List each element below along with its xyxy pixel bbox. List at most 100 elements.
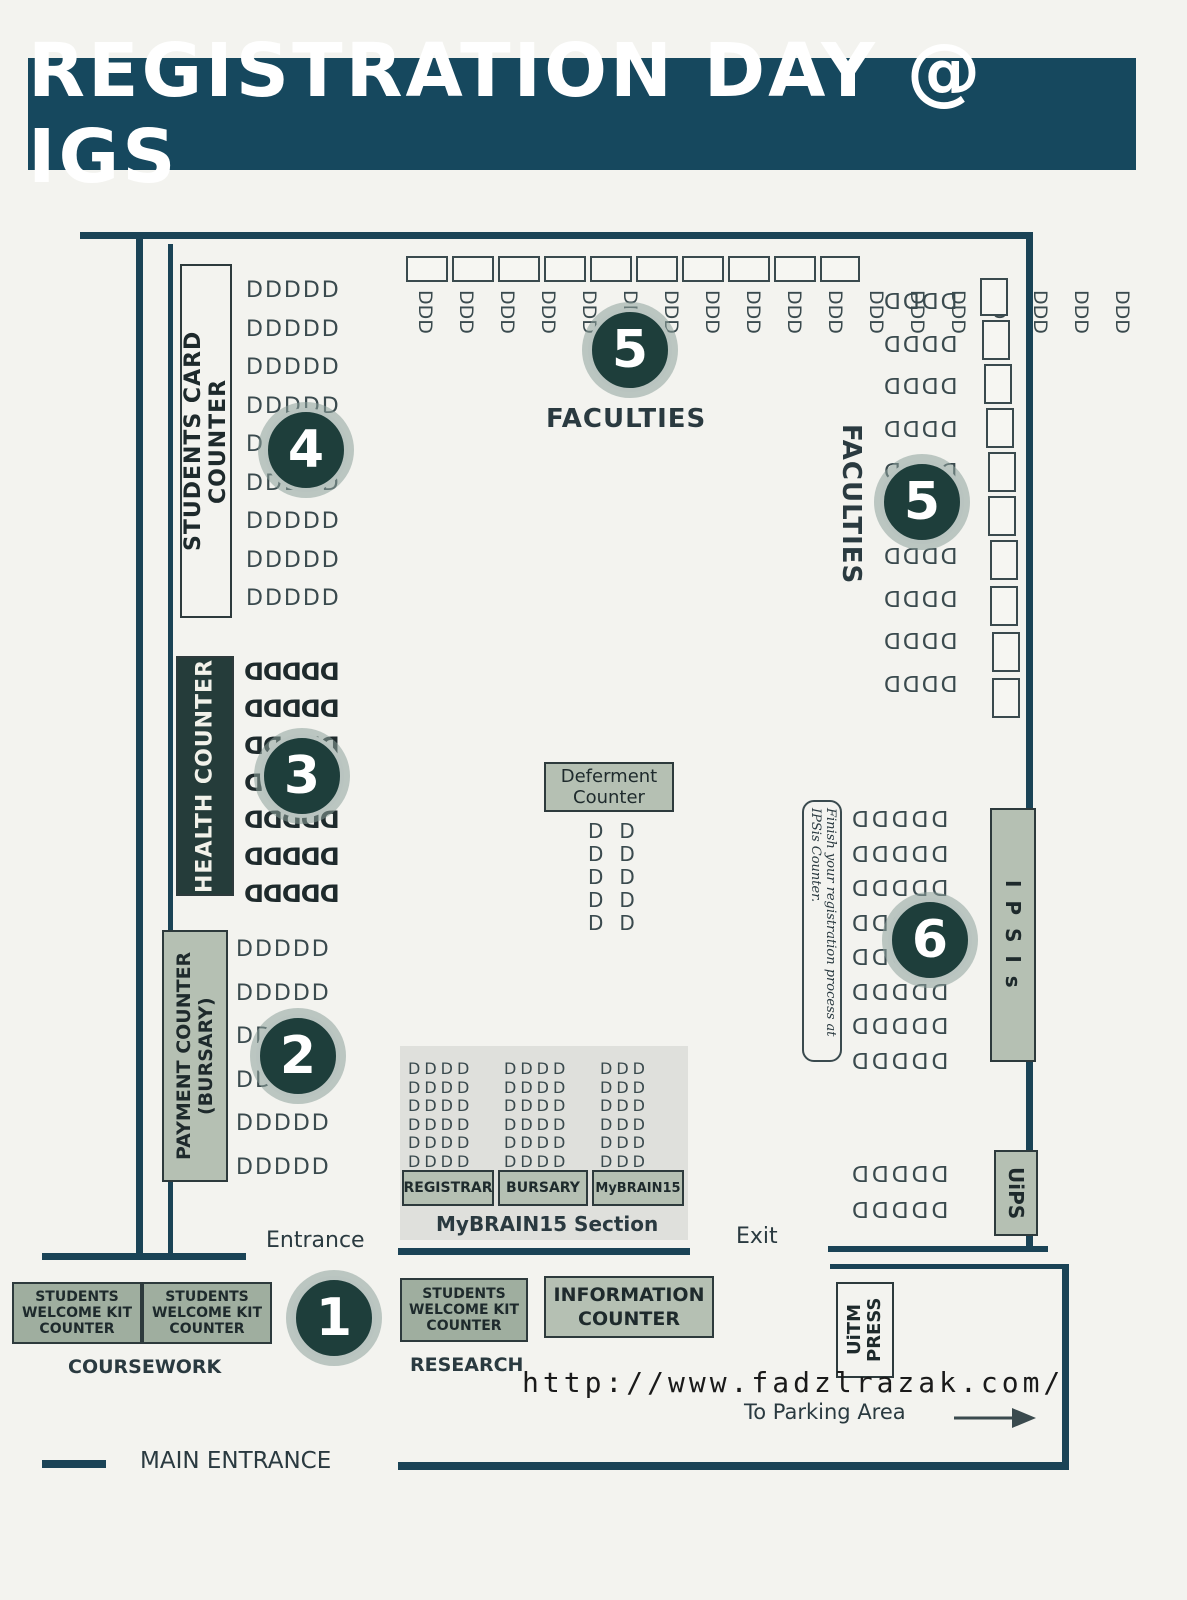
wall-left-outer [136, 232, 143, 1257]
seat-row: DD [588, 911, 651, 935]
deferment-seats: DD DD DD DD DD [588, 820, 651, 935]
seat-row: ᗡᗡᗡᗡ [884, 545, 960, 570]
mybrain-seats-3: DDD DDD DDD DDD DDD DDD [600, 1059, 649, 1171]
bursary-counter[interactable]: BURSARY [498, 1170, 588, 1206]
faculty-booth[interactable] [498, 256, 540, 282]
outer-wall-right [1062, 1264, 1069, 1470]
step-marker-3: 3 [260, 734, 344, 818]
seat-row: DD [588, 865, 651, 889]
seat-row: DDDD [408, 1096, 474, 1115]
seat-row: ᗡᗡᗡᗡᗡ [852, 1199, 952, 1224]
seat-row: DDDD [504, 1059, 570, 1078]
seat-row: DDD [600, 1114, 649, 1134]
seat-row: DDD [600, 1096, 649, 1115]
faculty-booth[interactable] [980, 278, 1008, 316]
welcome-kit-counter-coursework-1[interactable]: STUDENTS WELCOME KIT COUNTER [12, 1282, 142, 1344]
faculty-booth[interactable] [986, 408, 1014, 448]
seat-column: DDD [660, 290, 682, 334]
faculty-booth[interactable] [990, 586, 1018, 626]
main-entrance-label: MAIN ENTRANCE [140, 1448, 332, 1474]
students-card-counter[interactable]: STUDENTS CARD COUNTER [180, 264, 232, 618]
ipsis-counter[interactable]: I P S I s [990, 808, 1036, 1062]
mybrain-seats-1: DDDD DDDD DDDD DDDD DDDD DDDD [408, 1059, 474, 1171]
mybrain-counter[interactable]: MyBRAIN15 [592, 1170, 684, 1206]
seat-row: DDDD [504, 1133, 570, 1152]
seat-row: ᗡᗡᗡᗡᗡ [852, 808, 952, 833]
information-counter[interactable]: INFORMATION COUNTER [544, 1276, 714, 1338]
seat-row: DDDDD [236, 980, 331, 1006]
faculty-booth[interactable] [774, 256, 816, 282]
payment-counter[interactable]: PAYMENT COUNTER(BURSARY) [162, 930, 228, 1182]
seat-row: ᗡᗡᗡᗡᗡ [852, 1163, 952, 1188]
seat-row: DDDD [408, 1151, 474, 1171]
seat-row: DDD [600, 1077, 649, 1097]
welcome-kit-counter-research[interactable]: STUDENTS WELCOME KIT COUNTER [400, 1278, 528, 1342]
faculty-booth[interactable] [544, 256, 586, 282]
faculty-top-seats: DDD DDD DDD DDD DDD DDD DDD DDD DDD DDD … [414, 290, 1133, 334]
step-marker-5-right: 5 [880, 460, 964, 544]
outer-wall-top [830, 1264, 1065, 1269]
deferment-counter[interactable]: Deferment Counter [544, 762, 674, 812]
seat-row: DDD [600, 1059, 649, 1078]
wall-bottom-left [42, 1253, 246, 1260]
seat-row: DDDDD [246, 509, 341, 534]
faculty-booth[interactable] [988, 452, 1016, 492]
faculties-right-label: FACULTIES [836, 424, 866, 585]
seat-row: ᗡᗡᗡᗡ [884, 290, 960, 315]
seat-row: DDDDD [236, 1154, 331, 1180]
faculty-booth[interactable] [682, 256, 724, 282]
seat-row: ᗡᗡᗡᗡᗡ [244, 880, 340, 908]
entrance-label: Entrance [266, 1228, 365, 1253]
step-marker-2: 2 [256, 1014, 340, 1098]
faculty-booth[interactable] [406, 256, 448, 282]
seat-row: DDDDD [236, 1111, 331, 1136]
seat-column: DDD [701, 290, 723, 334]
faculty-booth[interactable] [590, 256, 632, 282]
exit-label: Exit [736, 1224, 778, 1249]
registrar-counter[interactable]: REGISTRAR [402, 1170, 494, 1206]
seat-row: ᗡᗡᗡᗡᗡ [852, 877, 952, 902]
wall-bottom-mid [398, 1248, 690, 1255]
wall-bottom-right [828, 1246, 1048, 1252]
seat-row: DDDD [408, 1114, 474, 1134]
faculty-booth[interactable] [988, 496, 1016, 536]
faculty-booth[interactable] [636, 256, 678, 282]
seat-row: ᗡᗡᗡᗡᗡ [852, 1049, 952, 1075]
seat-row: DDDD [504, 1096, 570, 1115]
seat-row: ᗡᗡᗡᗡ [884, 672, 960, 698]
seat-row: DDD DDD DDD DDD DDD DDD DDD DDD DDD DDD … [414, 290, 1133, 334]
coursework-label: COURSEWORK [68, 1356, 222, 1378]
faculty-booth[interactable] [982, 320, 1010, 360]
mybrain-section-label: MyBRAIN15 Section [436, 1212, 659, 1236]
arrow-right-icon [954, 1406, 1038, 1435]
seat-column: DDD [578, 290, 600, 334]
seat-column: DDD [1111, 290, 1133, 334]
mybrain-seats-2: DDDD DDDD DDDD DDDD DDDD DDDD [504, 1059, 570, 1171]
seat-row: ᗡᗡᗡᗡ [884, 630, 960, 655]
faculty-booth[interactable] [820, 256, 860, 282]
faculty-booth[interactable] [452, 256, 494, 282]
seat-column: DDD [947, 290, 969, 334]
uitm-press[interactable]: UiTM PRESS [836, 1282, 894, 1378]
seat-row: ᗡᗡᗡᗡ [884, 417, 960, 443]
seat-row: ᗡᗡᗡᗡ [884, 332, 960, 358]
faculty-booth[interactable] [728, 256, 770, 282]
seat-row: DDDDD [246, 316, 341, 342]
faculty-booth[interactable] [990, 540, 1018, 580]
seat-row: DDDD [408, 1133, 474, 1152]
seat-row: DDDDD [246, 547, 341, 573]
seat-row: DDDD [408, 1059, 474, 1078]
seat-column: DDD [496, 290, 518, 334]
seat-row: DDDDD [236, 937, 331, 962]
faculty-booth[interactable] [984, 364, 1012, 404]
seat-row: DDDD [504, 1151, 570, 1171]
health-counter[interactable]: HEALTH COUNTER [176, 656, 234, 896]
main-entrance-wall-left [42, 1460, 106, 1468]
seat-row: ᗡᗡᗡᗡᗡ [244, 843, 340, 871]
uips-counter[interactable]: UiPS [994, 1150, 1038, 1236]
mybrain-section [400, 1046, 688, 1240]
faculty-booth[interactable] [992, 678, 1020, 718]
faculty-booth[interactable] [992, 632, 1020, 672]
welcome-kit-counter-coursework-2[interactable]: STUDENTS WELCOME KIT COUNTER [142, 1282, 272, 1344]
seat-row: DDDD [504, 1077, 570, 1097]
